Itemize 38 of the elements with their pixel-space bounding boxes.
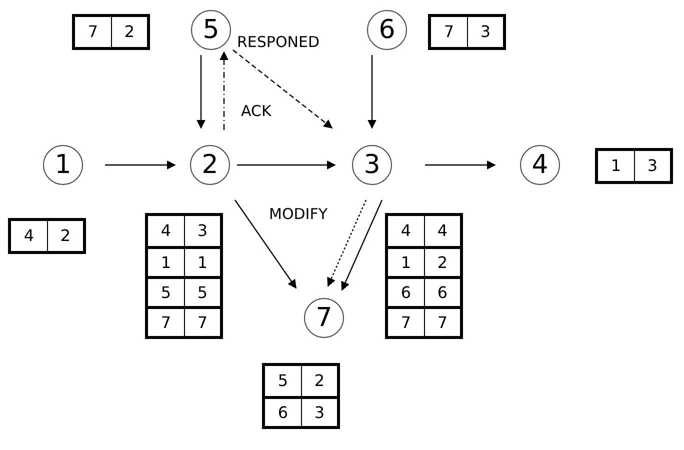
table-cell: 1 [388, 246, 424, 276]
table-cell: 1 [184, 246, 220, 276]
arrow [105, 160, 176, 170]
table-cell: 7 [388, 306, 424, 336]
table-cell: 6 [265, 396, 301, 426]
arrow [341, 200, 383, 291]
arrow [196, 55, 206, 129]
table-cell: 3 [184, 216, 220, 246]
table-cell: 2 [47, 221, 83, 251]
table-cell-text: 7 [442, 21, 456, 43]
table-cell: 5 [148, 276, 184, 306]
table-cell: 3 [467, 17, 503, 47]
arrow [237, 160, 336, 170]
table-cell-text: 4 [22, 225, 36, 247]
table-cell: 3 [634, 151, 670, 181]
table-cell: 6 [388, 276, 424, 306]
table-cell: 1 [148, 246, 184, 276]
table-cell: 7 [184, 306, 220, 336]
arrow [232, 50, 333, 129]
table-cell-text: 4 [160, 220, 172, 242]
arrow [425, 160, 496, 170]
table-cell: 4 [424, 216, 460, 246]
table-cell: 5 [184, 276, 220, 306]
table-cell: 7 [148, 306, 184, 336]
table-cell: 6 [424, 276, 460, 306]
table-cell-text: 5 [276, 370, 290, 392]
table-cell: 2 [301, 366, 337, 396]
table-cell: 2 [111, 17, 147, 47]
arrow [368, 55, 376, 129]
table-cell: 3 [301, 396, 337, 426]
arrow [234, 200, 297, 289]
table-cell-text: 7 [86, 21, 100, 43]
table-cell-text: 4 [400, 220, 412, 242]
table-cell: 2 [424, 246, 460, 276]
arrow [220, 51, 228, 130]
arrow [327, 200, 367, 287]
table-cell: 7 [424, 306, 460, 336]
table-cell-text: 1 [610, 155, 622, 177]
